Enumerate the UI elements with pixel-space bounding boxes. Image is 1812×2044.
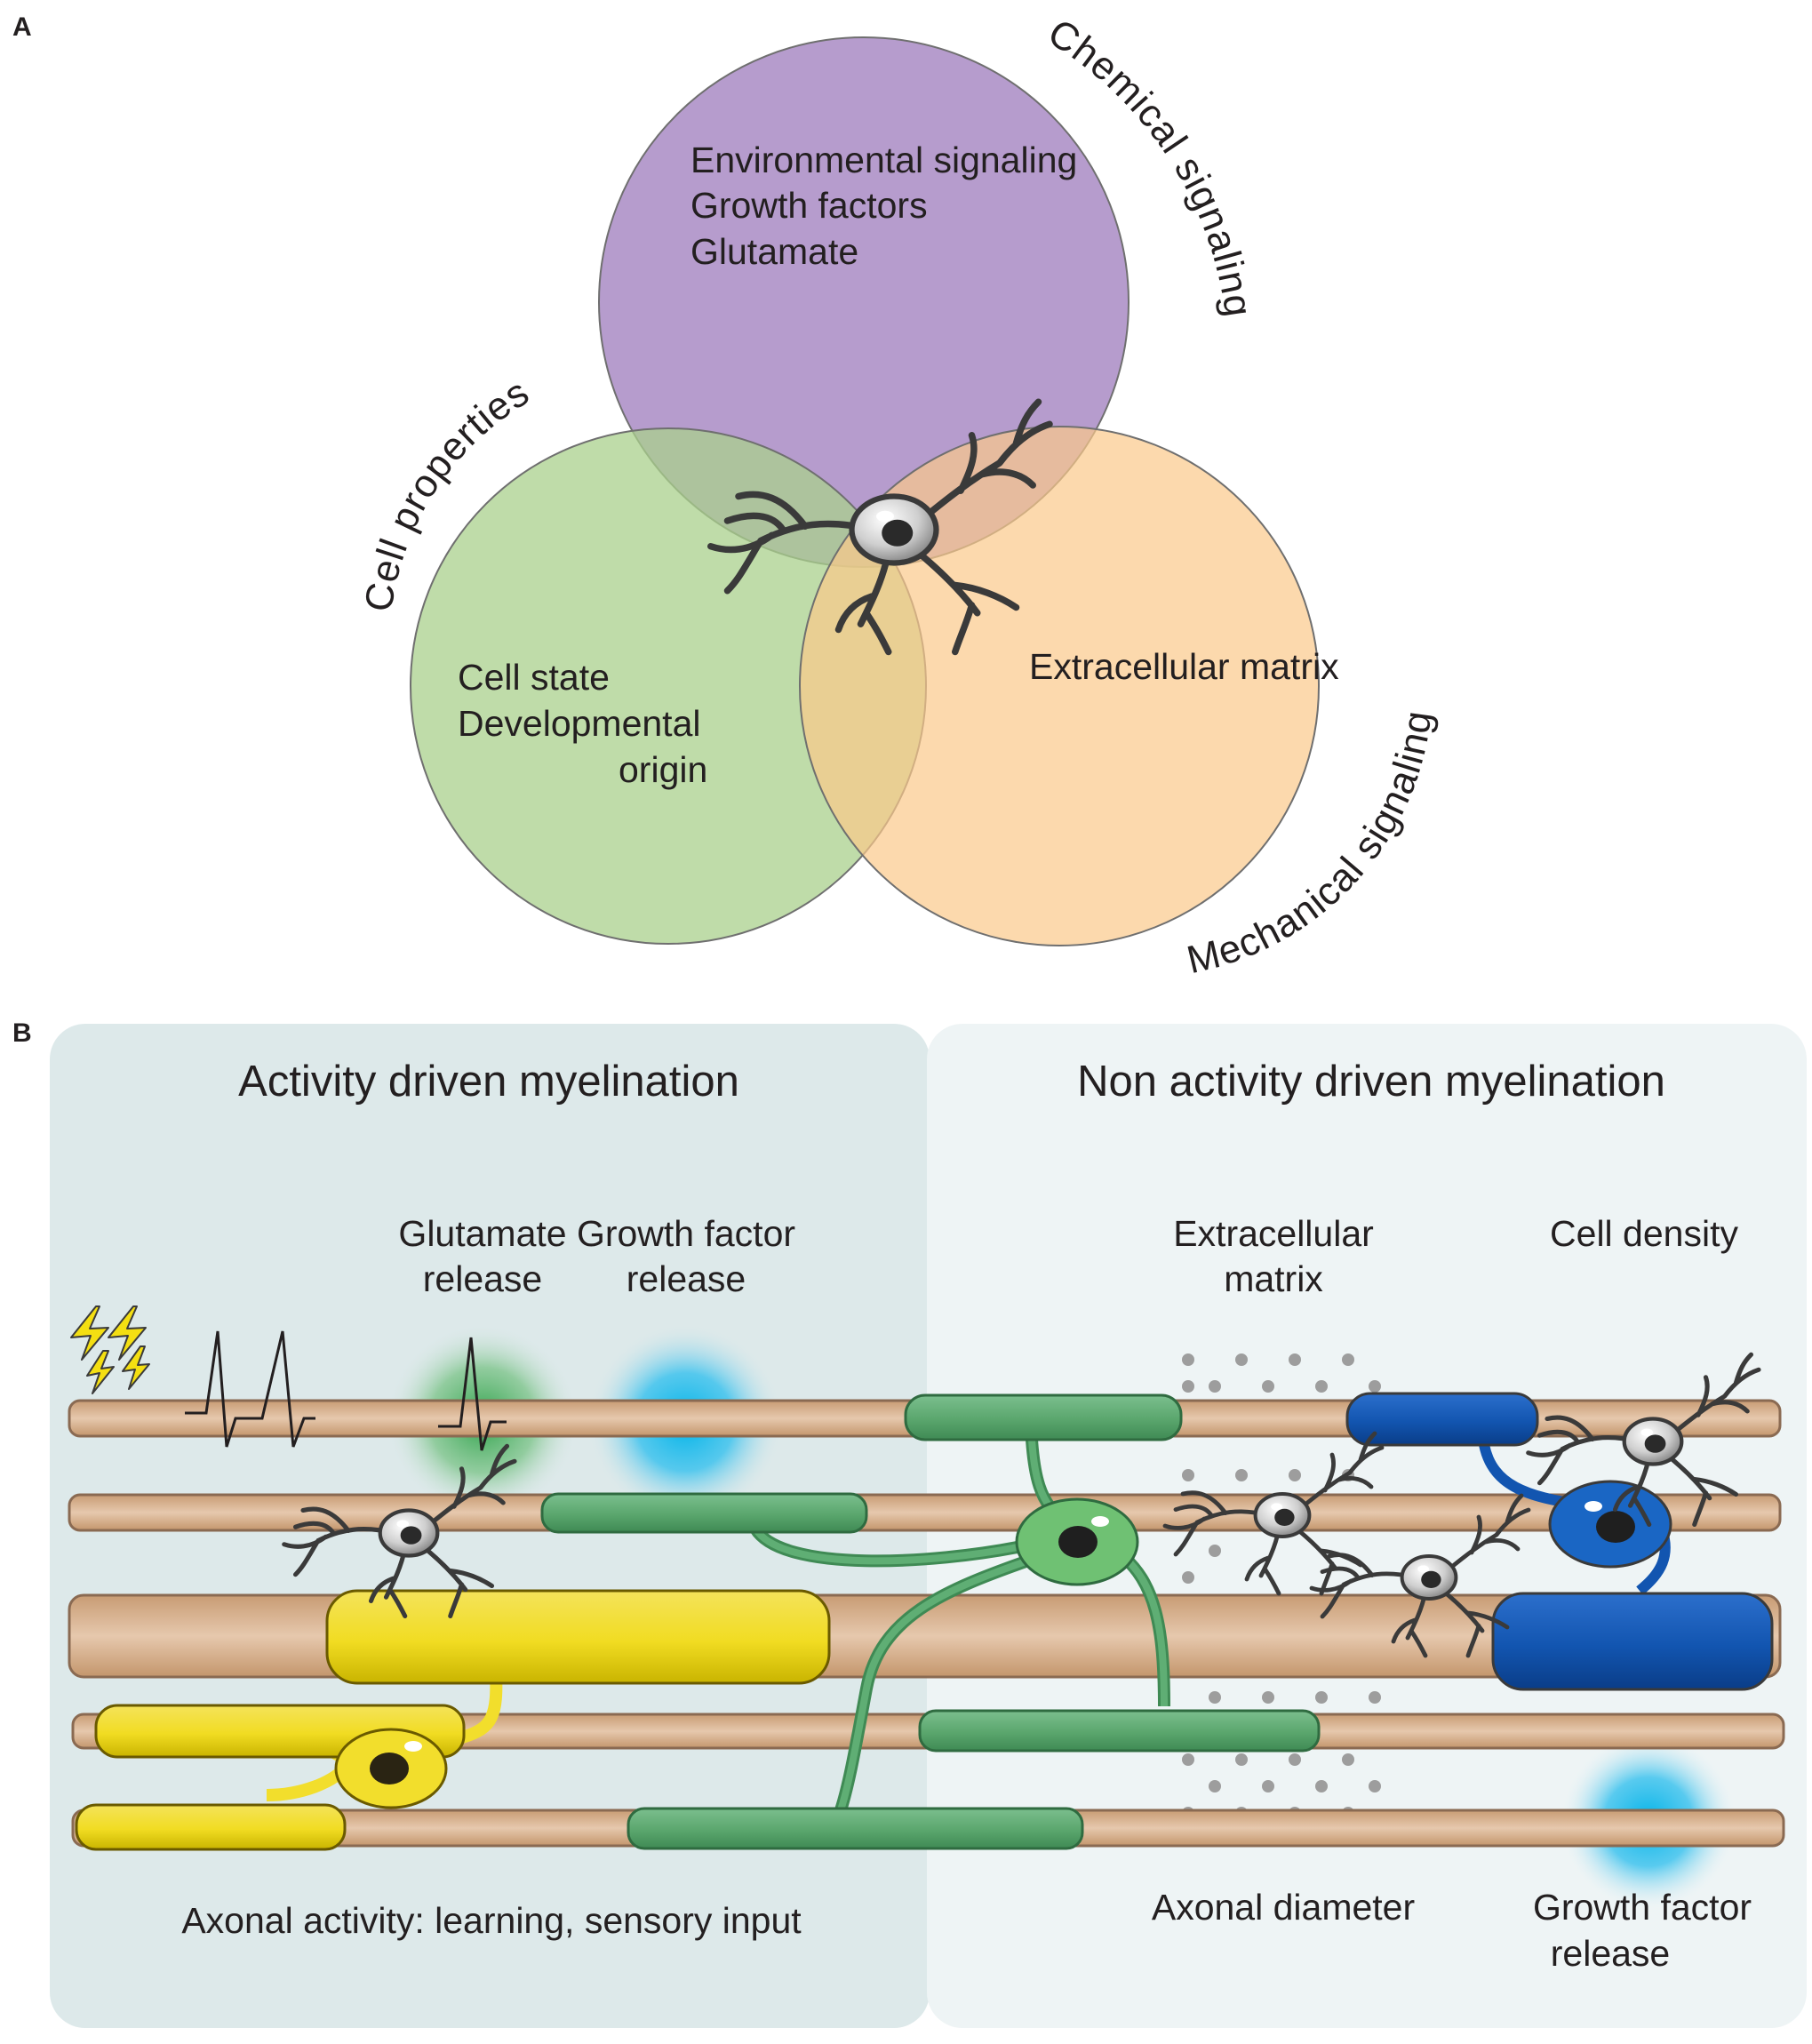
growth-factor-left-label-1: Growth factor <box>577 1213 795 1254</box>
glutamate-label-1: Glutamate <box>398 1213 566 1254</box>
green-line-1: Cell state <box>458 657 610 698</box>
venn-circle-mechanical <box>799 426 1320 946</box>
green-line-2: Developmental <box>458 703 701 744</box>
growth-factor-right-label-2: release <box>1551 1933 1670 1974</box>
purple-line-3: Glutamate <box>690 231 858 272</box>
purple-line-1: Environmental signaling <box>690 140 1077 180</box>
purple-text-block: Environmental signaling Growth factors G… <box>690 140 1077 272</box>
ecm-label-2: matrix <box>1224 1258 1323 1299</box>
blue-myelin-top <box>1345 1392 1539 1447</box>
yellow-oligodendrocyte <box>75 1589 831 1851</box>
ecm-label-1: Extracellular <box>1173 1213 1374 1254</box>
yellow-highlight <box>404 1741 422 1752</box>
yellow-myelin-small <box>75 1803 347 1851</box>
panel-a-label: A <box>12 12 32 42</box>
orange-text: Extracellular matrix <box>1029 646 1339 687</box>
axonal-diameter-label: Axonal diameter <box>1152 1887 1415 1928</box>
action-potential-spike-glutamate-icon <box>438 1337 507 1451</box>
green-text-block: Cell state Developmental origin <box>458 657 707 790</box>
blue-highlight <box>1585 1501 1602 1512</box>
blue-nucleus <box>1596 1511 1635 1543</box>
green-highlight <box>1091 1516 1109 1527</box>
growth-factor-left-label-2: release <box>627 1258 746 1299</box>
yellow-myelin-large <box>325 1589 831 1685</box>
growth-factor-right-label-1: Growth factor <box>1533 1887 1752 1928</box>
purple-line-2: Growth factors <box>690 185 928 226</box>
green-myelin-axon5 <box>627 1807 1084 1850</box>
green-line-3: origin <box>619 749 707 790</box>
green-nucleus <box>1058 1526 1098 1558</box>
blue-myelin-large <box>1491 1592 1774 1691</box>
venn-diagram <box>410 36 1320 946</box>
blue-oligodendrocyte <box>1345 1392 1774 1691</box>
axonal-activity-label: Axonal activity: learning, sensory input <box>181 1900 802 1941</box>
green-oligodendrocyte <box>540 1393 1321 1850</box>
axon-2 <box>68 1493 1782 1532</box>
green-myelin-axon4 <box>918 1709 1321 1753</box>
cell-density-label: Cell density <box>1550 1213 1738 1254</box>
right-title: Non activity driven myelination <box>1077 1058 1665 1106</box>
yellow-nucleus <box>370 1753 409 1785</box>
glutamate-label-2: release <box>423 1258 542 1299</box>
action-potential-spikes-icon <box>185 1330 315 1448</box>
green-myelin-axon2 <box>540 1492 868 1534</box>
left-title: Activity driven myelination <box>238 1058 739 1106</box>
green-myelin-top <box>904 1393 1183 1441</box>
lightning-icon <box>70 1305 150 1394</box>
panel-b-label: B <box>12 1018 32 1048</box>
